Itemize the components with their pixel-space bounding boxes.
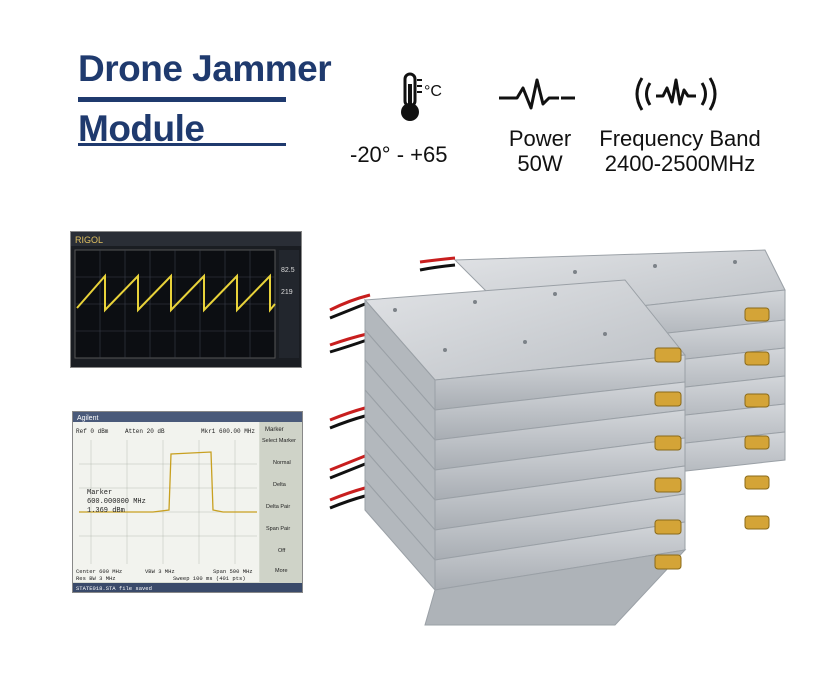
menu-span-pair: Span Pair <box>266 526 290 532</box>
spectrum-span: Span 500 MHz <box>213 568 253 575</box>
product-title-line1: Drone Jammer <box>78 48 332 89</box>
spectrum-status: STATE018.STA file saved <box>76 585 152 592</box>
spectrum-atten: Atten 20 dB <box>125 428 165 435</box>
sma-connectors-back <box>744 307 770 530</box>
power-cables <box>329 256 456 510</box>
menu-delta-pair: Delta Pair <box>266 504 290 510</box>
oscilloscope-screen-photo: RIGOL 82.5 219 <box>70 231 302 368</box>
scope-readout-2: 219 <box>281 289 293 296</box>
spectrum-center: Center 600 MHz <box>76 568 122 575</box>
menu-delta: Delta <box>273 482 287 488</box>
menu-off: Off <box>278 548 286 554</box>
frequency-value: 2400-2500MHz <box>604 151 756 177</box>
screws <box>393 260 737 352</box>
signal-wave-icon <box>635 77 717 111</box>
title-underline <box>78 97 286 102</box>
menu-normal: Normal <box>273 460 291 466</box>
product-title-line2: Module <box>78 108 205 149</box>
menu-title: Marker <box>265 427 284 433</box>
sawtooth-trace <box>76 273 276 313</box>
marker-label: Marker <box>87 489 112 497</box>
frequency-label: Frequency Band <box>599 126 761 151</box>
scope-readout-1: 82.5 <box>281 267 295 274</box>
thermometer-icon: °C <box>401 72 442 121</box>
svg-text:°C: °C <box>424 83 442 100</box>
power-spec: Power 50W <box>500 126 580 177</box>
spectrum-sweep: Sweep 100 ms (401 pts) <box>173 575 246 582</box>
spectrum-analyzer-screen-photo: Agilent Ref 0 dBm Atten 20 dB Mkr1 600.0… <box>72 411 303 593</box>
spectrum-vbw: VBW 3 MHz <box>145 568 175 575</box>
menu-more: More <box>275 568 288 574</box>
frequency-spec: Frequency Band 2400-2500MHz <box>590 126 770 177</box>
title-underline-2 <box>78 143 286 146</box>
sma-connectors-front <box>654 347 682 570</box>
spectrum-trace <box>79 451 257 513</box>
spectrum-rbw: Res BW 3 MHz <box>76 575 116 582</box>
menu-select-marker: Select Marker <box>262 438 296 444</box>
spectrum-brand: Agilent <box>77 415 98 422</box>
module-stack-front <box>363 279 687 626</box>
pulse-icon <box>499 78 575 110</box>
power-label: Power <box>508 126 572 151</box>
spectrum-ref: Ref 0 dBm <box>76 428 109 435</box>
scope-brand: RIGOL <box>75 235 103 245</box>
marker-frequency: 600.000000 MHz <box>87 498 146 506</box>
temperature-range: -20° - +65 <box>350 142 448 167</box>
spectrum-mkr: Mkr1 600.00 MHz <box>201 428 255 435</box>
power-value: 50W <box>517 151 563 177</box>
jammer-module-stack-photo <box>329 249 786 626</box>
marker-level: 1.369 dBm <box>87 507 125 515</box>
